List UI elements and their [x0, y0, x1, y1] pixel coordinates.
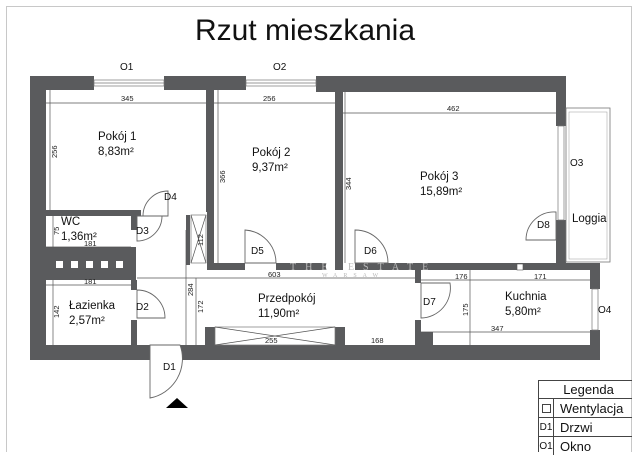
room-name-pokoj3: Pokój 3: [420, 171, 458, 183]
room-name-lazienka: Łazienka: [69, 300, 116, 312]
doors: [136, 190, 557, 399]
door-d3-icon: [136, 215, 163, 242]
door-d6-icon: [354, 229, 389, 264]
dim-pokoj2-width: 256: [263, 94, 276, 103]
dim-closet-112: 112: [196, 234, 205, 246]
ventilation-shafts: [56, 261, 524, 271]
door-d8-icon: [525, 211, 557, 241]
dim-pokoj3-width: 462: [447, 104, 460, 113]
dim-corridor-172: 172: [196, 300, 205, 313]
legend: Legenda Wentylacja D1 Drzwi O1 Okno: [538, 380, 632, 455]
entrance-arrow-icon: [166, 398, 188, 408]
room-area-pokoj3: 15,89m²: [420, 186, 462, 198]
room-name-wc: WC: [61, 216, 80, 228]
window-symbol: O1: [539, 437, 554, 455]
window-label-o1: O1: [120, 62, 134, 73]
dim-corridor-284: 284: [186, 283, 195, 296]
door-d1-icon: [149, 344, 183, 399]
window-label-o4: O4: [598, 305, 612, 316]
door-label-d4: D4: [164, 192, 177, 203]
dim-przedpokoj-width: 603: [268, 270, 281, 279]
legend-title: Legenda: [539, 381, 632, 399]
dim-pokoj3-height: 344: [344, 177, 353, 190]
dim-kuchnia-175: 175: [461, 303, 470, 316]
dim-kuchnia-347: 347: [491, 324, 504, 333]
legend-label-door: Drzwi: [560, 419, 593, 435]
room-name-pokoj2: Pokój 2: [252, 147, 290, 159]
dim-wc-width: 181: [84, 239, 97, 248]
door-d7-icon: [420, 282, 451, 319]
room-name-kuchnia: Kuchnia: [505, 291, 547, 303]
windows: [93, 79, 599, 331]
dim-pokoj1-width: 345: [121, 94, 134, 103]
room-area-przedpokoj: 11,90m²: [258, 308, 300, 320]
door-label-d1: D1: [163, 362, 176, 373]
room-area-pokoj2: 9,37m²: [252, 162, 288, 174]
legend-item-ventilation: Wentylacja: [539, 399, 632, 418]
door-label-d2: D2: [136, 302, 149, 313]
room-area-pokoj1: 8,83m²: [98, 146, 134, 158]
room-area-wc: 1,36m²: [61, 231, 97, 243]
loggia-outline: [565, 107, 611, 263]
room-area-kuchnia: 5,80m²: [505, 306, 541, 318]
door-label-d5: D5: [251, 246, 264, 257]
door-label-d8: D8: [537, 220, 550, 231]
door-d4-icon: [142, 190, 169, 217]
dim-kuchnia-176: 176: [455, 272, 468, 281]
dimension-lines: [46, 90, 590, 346]
room-name-przedpokoj: Przedpokój: [258, 293, 316, 305]
door-label-d7: D7: [423, 297, 436, 308]
legend-label-ventilation: Wentylacja: [560, 400, 624, 416]
door-d5-icon: [244, 229, 277, 264]
dim-lazienka-width: 181: [84, 277, 97, 286]
watermark-text: THE ESTATE: [290, 262, 438, 273]
drawing-frame: [6, 6, 632, 452]
dim-pokoj2-height: 366: [218, 170, 227, 183]
ventilation-square-icon: [539, 399, 554, 417]
door-d2-icon: [136, 289, 166, 319]
legend-item-window: O1 Okno: [539, 437, 632, 455]
window-label-o3: O3: [570, 158, 584, 169]
legend-item-door: D1 Drzwi: [539, 418, 632, 437]
door-label-d3: D3: [136, 226, 149, 237]
door-label-d6: D6: [364, 246, 377, 257]
window-label-o2: O2: [273, 62, 287, 73]
room-name-loggia: Loggia: [572, 213, 607, 225]
dim-pokoj1-height: 256: [50, 145, 59, 158]
dim-kuchnia-171: 171: [534, 272, 547, 281]
dim-lazienka-height: 142: [52, 305, 61, 318]
door-symbol: D1: [539, 418, 554, 436]
dim-przedpokoj-168: 168: [371, 336, 384, 345]
plan-title: Rzut mieszkania: [194, 14, 416, 47]
watermark-subtext: WARSAW: [322, 273, 385, 279]
room-area-lazienka: 2,57m²: [69, 315, 105, 327]
room-name-pokoj1: Pokój 1: [98, 131, 136, 143]
dim-wardrobe: 255: [265, 336, 278, 345]
dim-wc-height: 75: [52, 227, 61, 235]
legend-label-window: Okno: [560, 438, 592, 454]
